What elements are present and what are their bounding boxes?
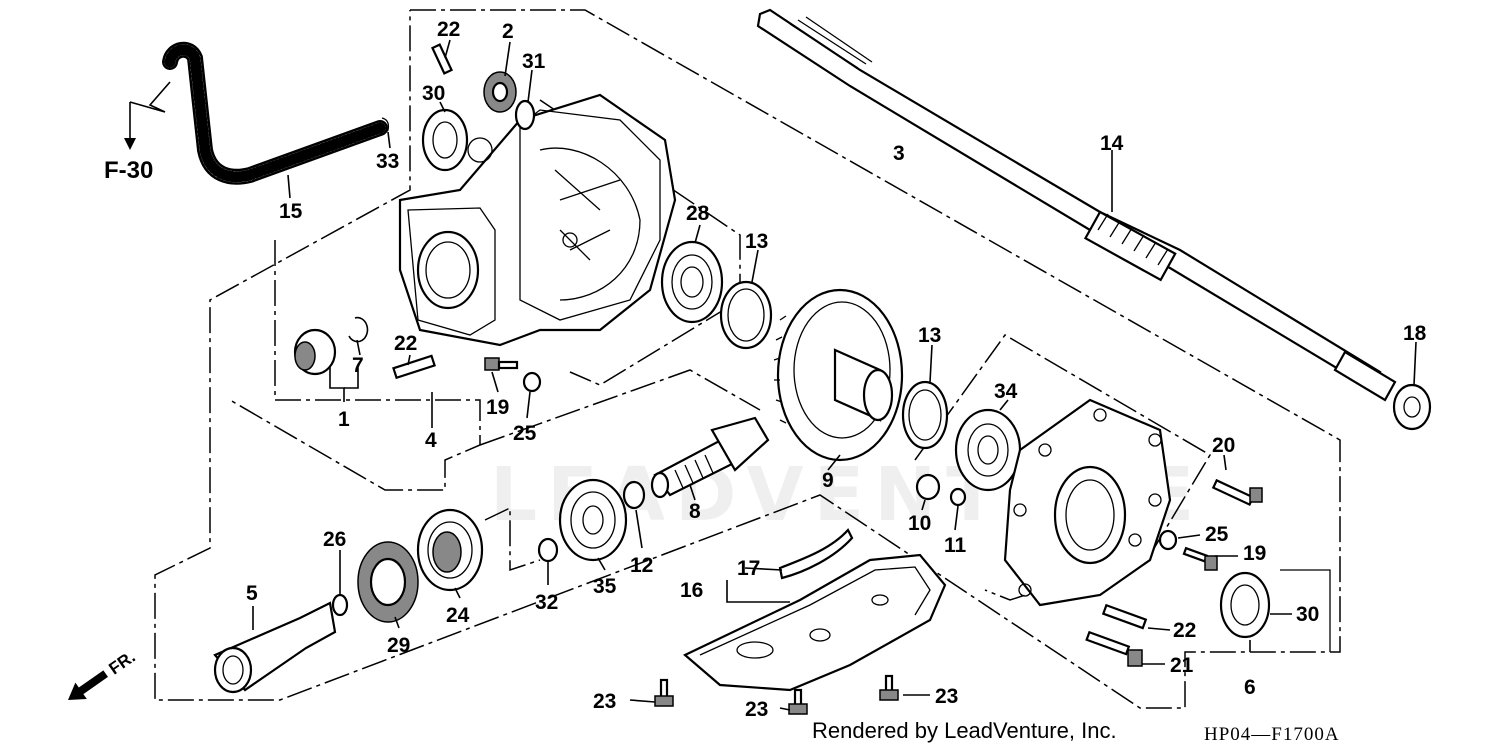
cap-2 — [483, 71, 517, 113]
callout-33: 33 — [376, 150, 399, 173]
o-ring-31 — [514, 99, 536, 131]
callout-18: 18 — [1403, 322, 1427, 345]
breather-hose — [162, 41, 390, 185]
callout-22-right: 22 — [1173, 619, 1196, 642]
bearing-34 — [954, 408, 1022, 492]
bearing-28 — [660, 240, 724, 324]
callout-24: 24 — [446, 604, 470, 627]
callout-3: 3 — [893, 142, 905, 165]
callout-23-left: 23 — [593, 690, 616, 713]
callout-labels: 22 2 31 30 33 15 3 14 28 13 7 22 1 19 25… — [246, 18, 1427, 721]
callout-13-left: 13 — [745, 230, 768, 253]
bolt-20 — [1211, 478, 1263, 506]
nut-10 — [915, 473, 941, 501]
callout-4: 4 — [425, 429, 437, 452]
callout-11: 11 — [944, 534, 967, 557]
callout-13-right: 13 — [918, 324, 941, 347]
front-direction-marker: FR. — [68, 647, 139, 700]
callout-15: 15 — [279, 200, 303, 223]
joint-24 — [416, 508, 484, 592]
callout-22-upper: 22 — [437, 18, 460, 41]
callout-2: 2 — [502, 20, 514, 43]
callout-26: 26 — [323, 528, 346, 551]
spacer-12 — [622, 480, 646, 510]
drive-shaft-stub-5 — [213, 601, 337, 694]
washer-11 — [949, 487, 967, 507]
bearing-35 — [558, 478, 628, 562]
dust-seal-29 — [357, 541, 419, 623]
bolt-21 — [1085, 630, 1143, 667]
callout-34: 34 — [994, 380, 1018, 403]
ring-gear-9 — [773, 288, 904, 462]
needle-bearing-1 — [293, 328, 337, 376]
leader-lines — [252, 39, 1417, 711]
callout-14: 14 — [1100, 132, 1124, 155]
seal-30-right — [1219, 571, 1271, 639]
diagram-code: HP04—F1700A — [1204, 724, 1340, 745]
callout-30-upper: 30 — [422, 82, 445, 105]
o-ring-26 — [331, 593, 349, 617]
rear-axle-shaft — [756, 8, 1397, 402]
callout-25-left: 25 — [513, 422, 537, 445]
axle-nut-18 — [1392, 383, 1432, 431]
bolt-23-right — [879, 674, 899, 701]
callout-8: 8 — [689, 500, 701, 523]
callout-25-right: 25 — [1205, 523, 1229, 546]
figure-ref-label: F-30 — [104, 157, 153, 184]
callout-29: 29 — [387, 634, 410, 657]
callout-21: 21 — [1170, 654, 1194, 677]
bolt-19-left — [484, 357, 519, 371]
stud-22-right — [1101, 603, 1148, 630]
callout-9: 9 — [822, 469, 834, 492]
pinion-gear-8 — [650, 416, 770, 499]
credit-text: Rendered by LeadVenture, Inc. — [812, 718, 1117, 743]
callout-1: 1 — [338, 408, 350, 431]
washer-25-right — [1158, 529, 1178, 551]
callout-23-right: 23 — [935, 685, 958, 708]
gear-case-cover — [1003, 398, 1172, 607]
upper-seal-30 — [421, 108, 469, 172]
callout-17: 17 — [737, 557, 760, 580]
front-marker-label: FR. — [105, 647, 138, 678]
band-17 — [778, 528, 854, 580]
callout-23-mid: 23 — [745, 698, 768, 721]
callout-19-left: 19 — [486, 396, 509, 419]
figure-ref-arrow — [124, 81, 171, 150]
callout-28: 28 — [686, 202, 710, 225]
callout-7: 7 — [352, 354, 364, 377]
callout-32: 32 — [535, 591, 558, 614]
bolt-19-right — [1182, 546, 1218, 571]
callout-31: 31 — [522, 50, 546, 73]
skid-plate-16 — [683, 553, 947, 692]
bolt-23-mid — [788, 688, 808, 715]
stud-22-upper — [430, 43, 454, 75]
washer-25-left — [522, 371, 542, 393]
final-gear-case — [398, 93, 677, 347]
callout-12: 12 — [630, 554, 653, 577]
callout-19-right: 19 — [1243, 542, 1266, 565]
callout-6: 6 — [1244, 676, 1256, 699]
callout-5: 5 — [246, 582, 258, 605]
stud-22-lower — [392, 354, 436, 380]
callout-20: 20 — [1212, 434, 1235, 457]
shim-13-right — [901, 380, 949, 450]
callout-30-right: 30 — [1296, 603, 1319, 626]
circlip-7 — [348, 316, 369, 343]
callout-35: 35 — [593, 575, 617, 598]
callout-22-mid: 22 — [394, 332, 417, 355]
callout-16: 16 — [680, 579, 703, 602]
callout-10: 10 — [908, 512, 931, 535]
circlip-32 — [537, 537, 559, 563]
shim-13-left — [719, 280, 773, 350]
bolt-23-left — [654, 678, 674, 707]
